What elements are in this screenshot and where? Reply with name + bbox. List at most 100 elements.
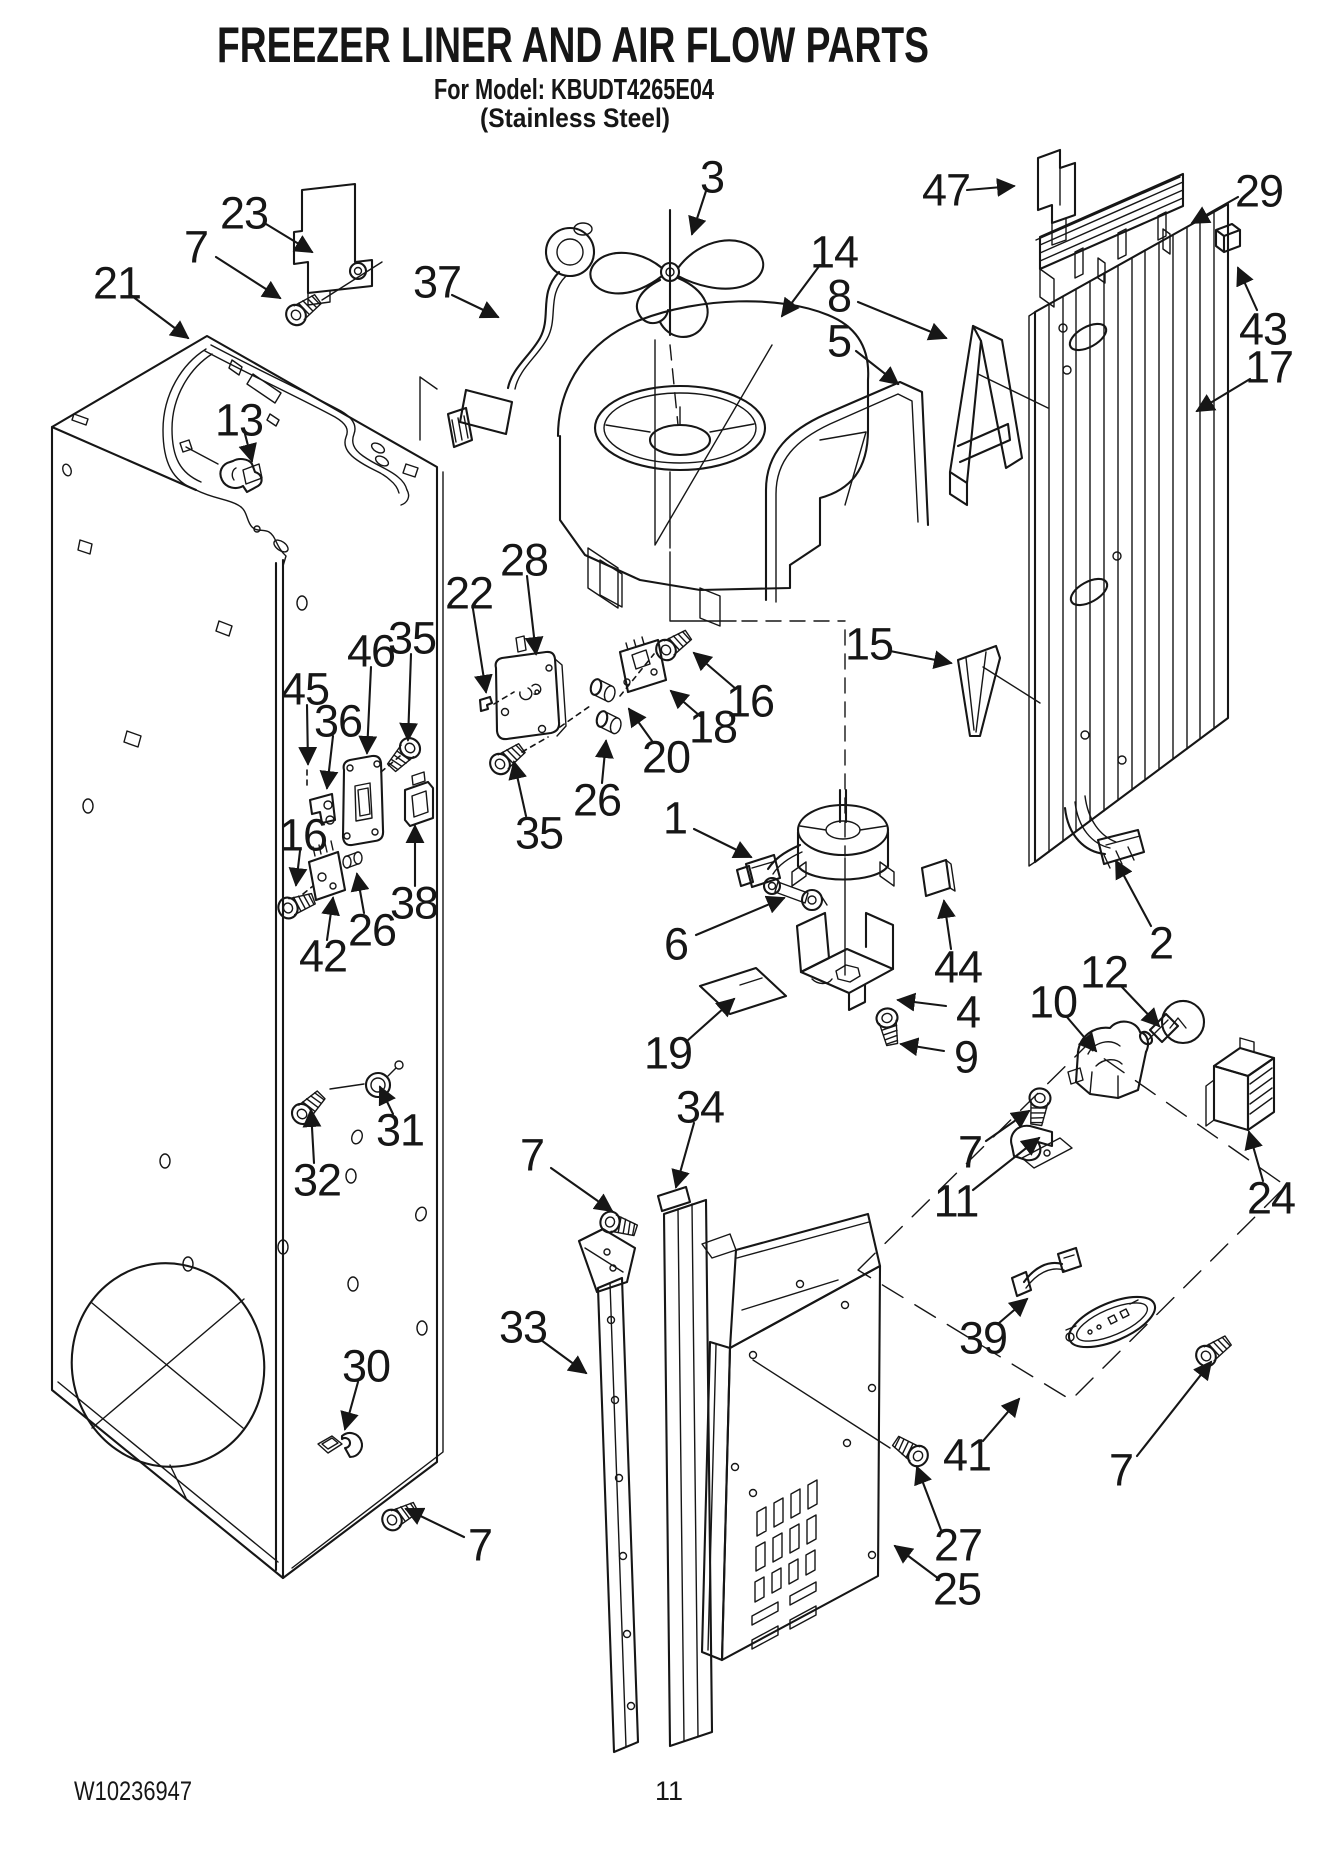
callout-label-46: 46 — [347, 626, 395, 677]
part-label-19 — [698, 966, 788, 1016]
callout-label-39: 39 — [959, 1313, 1007, 1364]
callout-label-3: 3 — [700, 152, 724, 203]
part-bracket-47 — [1036, 148, 1077, 246]
callout-label-10: 10 — [1029, 977, 1077, 1028]
screw-7-light — [1024, 1086, 1053, 1128]
callout-label-47: 47 — [922, 165, 970, 216]
part-clip-11 — [1010, 1124, 1073, 1169]
callout-label-7: 7 — [468, 1520, 492, 1571]
callout-label-35: 35 — [515, 808, 563, 859]
page-title: FREEZER LINER AND AIR FLOW PARTS — [217, 17, 929, 73]
page-number: 11 — [655, 1776, 683, 1806]
part-clip-30 — [317, 1431, 363, 1459]
callout-arrow-16 — [692, 651, 738, 691]
callout-arrow-35 — [399, 652, 419, 742]
callout-arrow-45 — [298, 703, 318, 766]
part-funnel-15 — [956, 644, 1002, 738]
callout-label-18: 18 — [689, 702, 737, 753]
callout-arrow-35 — [508, 760, 528, 818]
callout-label-41: 41 — [943, 1430, 991, 1481]
callout-label-16: 16 — [279, 810, 327, 861]
callout-label-37: 37 — [413, 257, 461, 308]
callout-arrow-36 — [319, 734, 339, 790]
callout-label-19: 19 — [644, 1028, 692, 1079]
part-air-duct-25 — [700, 1212, 891, 1662]
screw-7-control — [1191, 1330, 1236, 1372]
callout-label-21: 21 — [93, 258, 141, 309]
callout-arrow-29 — [1190, 195, 1240, 225]
callout-arrow-14 — [780, 263, 822, 318]
part-grille-29 — [1035, 172, 1185, 308]
callout-arrow-42 — [321, 896, 340, 942]
callout-label-7: 7 — [520, 1130, 544, 1181]
callout-arrow-1 — [692, 827, 753, 859]
part-wedge-8 — [948, 324, 1049, 704]
callout-arrow-3 — [688, 189, 708, 236]
callout-arrow-16 — [288, 849, 308, 887]
callout-label-32: 32 — [293, 1155, 341, 1206]
callout-label-35: 35 — [388, 613, 436, 664]
callout-label-7: 7 — [1109, 1445, 1133, 1496]
callout-arrow-26 — [594, 739, 614, 785]
callout-label-33: 33 — [499, 1302, 547, 1353]
screw-35-left — [382, 732, 426, 776]
callout-arrow-33 — [539, 1338, 588, 1375]
callout-arrow-15 — [888, 649, 953, 669]
callout-label-28: 28 — [500, 535, 548, 586]
callout-arrow-8 — [856, 300, 948, 341]
callout-arrow-13 — [238, 432, 257, 463]
part-frame-5 — [764, 380, 930, 603]
screw-7-bottom-left — [377, 1497, 422, 1535]
screw-7-strip — [596, 1208, 640, 1242]
callout-label-30: 30 — [342, 1341, 390, 1392]
callout-label-4: 4 — [956, 987, 980, 1038]
callout-arrow-43 — [1236, 266, 1259, 312]
screw-35-right — [485, 738, 530, 780]
part-fan-shroud-14 — [556, 300, 870, 976]
screw-7-top — [281, 289, 326, 331]
callout-arrow-18 — [669, 689, 702, 718]
model-line: For Model: KBUDT4265E04 — [434, 74, 714, 106]
callout-label-16: 16 — [726, 676, 774, 727]
callout-arrow-11 — [971, 1136, 1041, 1192]
part-grommet-31 — [329, 1060, 404, 1099]
part-wire-harness-37 — [446, 222, 596, 449]
callout-arrow-17 — [1195, 377, 1252, 413]
part-wire-connector-2 — [1063, 795, 1146, 869]
callout-arrow-7 — [984, 1109, 1031, 1143]
callout-label-26: 26 — [573, 775, 621, 826]
part-evap-cover-17 — [1028, 202, 1230, 867]
callout-arrow-19 — [685, 997, 736, 1043]
callout-label-23: 23 — [220, 188, 268, 239]
callout-label-20: 20 — [642, 732, 690, 783]
callout-label-7: 7 — [958, 1127, 982, 1178]
part-latch-cluster-left — [302, 754, 435, 902]
callout-arrow-6 — [694, 895, 786, 937]
callout-arrow-34 — [671, 1121, 696, 1189]
callout-label-5: 5 — [827, 316, 851, 367]
callout-label-17: 17 — [1245, 342, 1293, 393]
callout-arrow-31 — [378, 1085, 396, 1116]
callout-label-34: 34 — [676, 1082, 724, 1133]
callout-arrow-24 — [1244, 1130, 1265, 1183]
callout-label-24: 24 — [1247, 1173, 1295, 1224]
part-defrost-cluster — [478, 635, 668, 753]
callout-arrow-7 — [1135, 1360, 1213, 1458]
callout-arrow-2 — [1114, 859, 1153, 928]
part-motor-bracket-4 — [795, 911, 895, 1012]
callout-arrow-5 — [854, 349, 900, 386]
callout-label-6: 6 — [664, 919, 688, 970]
callout-label-25: 25 — [933, 1564, 981, 1615]
callout-arrow-25 — [893, 1544, 941, 1581]
callout-arrow-9 — [899, 1037, 946, 1057]
callout-label-42: 42 — [299, 931, 347, 982]
callout-arrow-30 — [340, 1380, 360, 1431]
callout-label-1: 1 — [663, 793, 687, 844]
part-strip-33 — [577, 1227, 640, 1754]
callout-arrow-39 — [997, 1297, 1029, 1325]
screw-16-left — [274, 887, 319, 923]
callout-arrow-7 — [214, 255, 282, 300]
part-light-shield-24 — [1205, 1037, 1276, 1132]
callout-label-38: 38 — [390, 878, 438, 929]
